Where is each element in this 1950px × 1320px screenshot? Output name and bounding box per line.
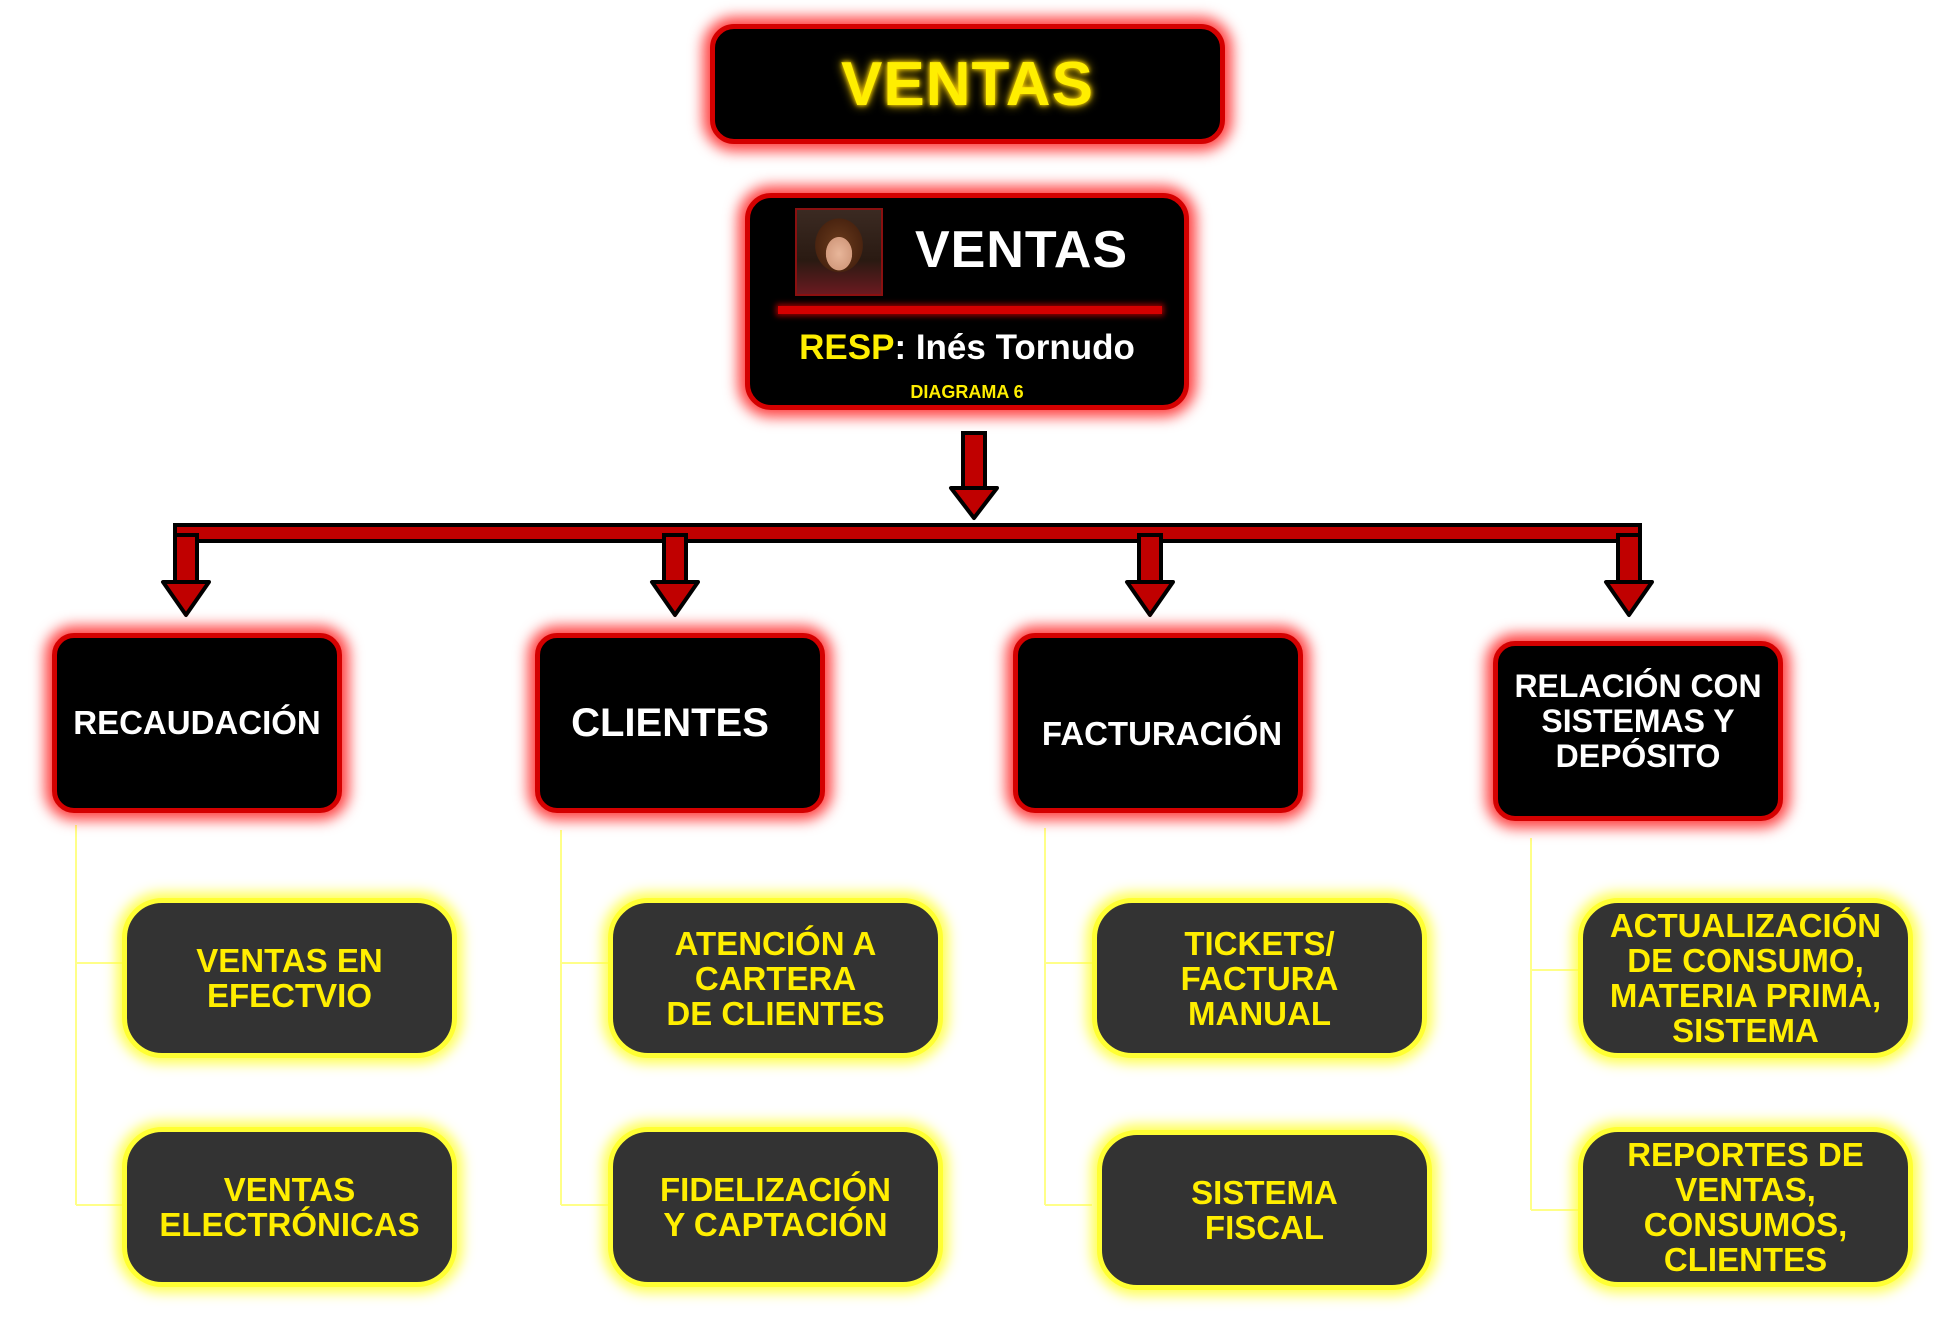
- leaf-fidelizacion: FIDELIZACIÓN Y CAPTACIÓN: [608, 1127, 943, 1287]
- leaf-label-line: TICKETS/: [1184, 924, 1335, 962]
- leaf-label-line: MANUAL: [1188, 994, 1331, 1032]
- branch-bar: [173, 523, 1642, 543]
- category-label: FACTURACIÓN: [1041, 715, 1283, 752]
- responsible-line: RESP: Inés Tornudo: [750, 328, 1184, 368]
- leaf-label-line: SISTEMA: [1672, 1012, 1819, 1049]
- responsible-name: : Inés Tornudo: [894, 328, 1135, 367]
- leaf-label-line: Y CAPTACIÓN: [663, 1206, 888, 1243]
- leaf-connectors: [75, 825, 1578, 1211]
- leaf-label-line: CONSUMOS,: [1643, 1206, 1848, 1243]
- department-name: VENTAS: [915, 221, 1129, 279]
- leaf-sistema-fiscal: SISTEMA FISCAL: [1097, 1130, 1432, 1290]
- branch-arrow-1: [161, 533, 211, 617]
- branch-arrow-2: [650, 533, 700, 617]
- leaf-actualizacion-consumo: ACTUALIZACIÓN DE CONSUMO, MATERIA PRIMA,…: [1578, 898, 1913, 1058]
- leaf-label-line: ACTUALIZACIÓN: [1609, 907, 1882, 944]
- leaf-label-line: DE CONSUMO,: [1627, 942, 1864, 979]
- leaf-ventas-electronicas: VENTAS ELECTRÓNICAS: [122, 1127, 457, 1287]
- category-label-line: DEPÓSITO: [1555, 737, 1721, 774]
- leaf-label-line: EFECTVIO: [206, 977, 373, 1014]
- leaf-label-line: ELECTRÓNICAS: [159, 1206, 420, 1243]
- leaf-label-line: CLIENTES: [1663, 1241, 1828, 1278]
- branch-arrow-3: [1125, 533, 1175, 617]
- category-label-line: RELACIÓN CON: [1514, 667, 1762, 704]
- category-relacion-sistemas: RELACIÓN CON SISTEMAS Y DEPÓSITO: [1493, 641, 1783, 821]
- diagram-title-box: VENTAS: [710, 24, 1225, 144]
- person-photo-icon: [795, 208, 883, 296]
- leaf-label-line: VENTAS,: [1675, 1171, 1816, 1208]
- branch-arrow-4: [1604, 533, 1654, 617]
- leaf-label-line: REPORTES DE: [1627, 1136, 1864, 1173]
- leaf-label-line: DE CLIENTES: [666, 994, 885, 1032]
- main-arrow: [949, 431, 999, 520]
- leaf-label-line: MATERIA PRIMA,: [1609, 977, 1882, 1014]
- leaf-reportes-ventas: REPORTES DE VENTAS, CONSUMOS, CLIENTES: [1578, 1127, 1913, 1287]
- leaf-tickets-factura: TICKETS/ FACTURA MANUAL: [1092, 898, 1427, 1058]
- leaf-label-line: FIDELIZACIÓN: [660, 1171, 891, 1208]
- diagram-title: VENTAS: [841, 49, 1094, 119]
- category-label: CLIENTES: [571, 700, 769, 745]
- diagram-code: DIAGRAMA 6: [910, 382, 1024, 402]
- responsible-label: RESP: [799, 328, 895, 367]
- divider: [778, 306, 1162, 314]
- department-head-box: VENTAS RESP: Inés Tornudo DIAGRAMA 6: [745, 193, 1189, 410]
- category-label: RECAUDACIÓN: [73, 704, 321, 741]
- category-clientes: CLIENTES: [535, 633, 825, 813]
- leaf-label-line: CARTERA: [694, 959, 857, 997]
- leaf-ventas-efectivo: VENTAS EN EFECTVIO: [122, 898, 457, 1058]
- leaf-label-line: FISCAL: [1204, 1209, 1325, 1246]
- category-label-line: SISTEMAS Y: [1541, 702, 1735, 739]
- leaf-label-line: ATENCIÓN A: [674, 924, 877, 962]
- leaf-label-line: VENTAS: [223, 1171, 356, 1208]
- category-recaudacion: RECAUDACIÓN: [52, 633, 342, 813]
- leaf-label-line: FACTURA: [1180, 959, 1339, 997]
- leaf-label-line: SISTEMA: [1191, 1174, 1338, 1211]
- category-facturacion: FACTURACIÓN: [1013, 633, 1303, 813]
- leaf-atencion-cartera: ATENCIÓN A CARTERA DE CLIENTES: [608, 898, 943, 1058]
- leaf-label-line: VENTAS EN: [196, 942, 383, 979]
